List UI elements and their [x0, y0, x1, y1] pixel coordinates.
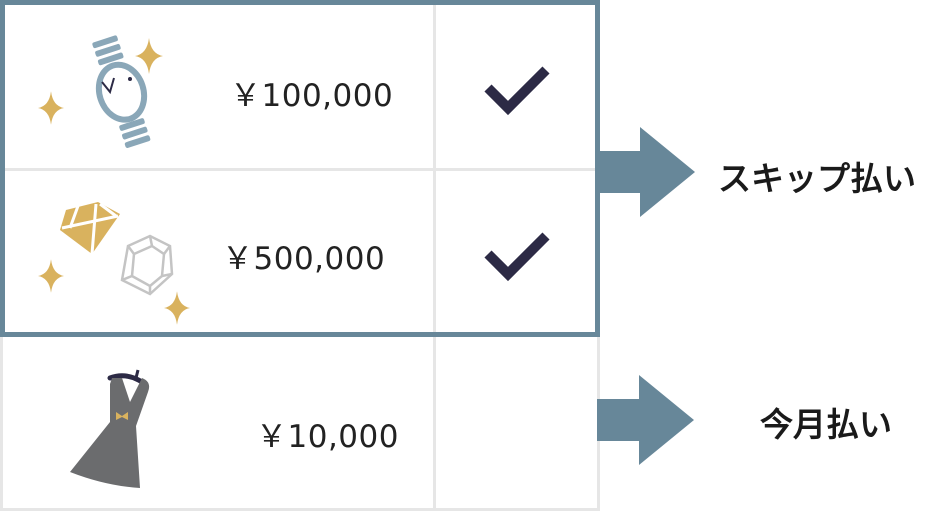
row3-left-border: [0, 336, 3, 511]
skip-group-frame: [0, 0, 600, 337]
watch-icon: [92, 35, 151, 148]
gem-icon: [120, 234, 174, 296]
row-divider: [0, 168, 600, 171]
sparkle-icon: [38, 259, 64, 293]
price-dress: ￥10,000: [256, 419, 399, 455]
price-watch: ￥100,000: [230, 78, 394, 114]
price-jewels: ￥500,000: [222, 241, 386, 277]
sparkle-icon: [38, 91, 64, 125]
column-divider: [433, 0, 436, 511]
outcome-skip-payment: スキップ払い: [718, 159, 916, 198]
diamond-icon: [60, 202, 120, 255]
checkmark-icon: [484, 66, 550, 116]
arrow-right-icon: [597, 375, 694, 465]
dress-icon: [70, 369, 150, 488]
checkmark-icon: [484, 232, 550, 282]
sparkle-icon: [135, 38, 163, 74]
outcome-this-month-payment: 今月払い: [760, 405, 892, 444]
sparkle-icon: [164, 291, 190, 325]
row3-bottom-border: [0, 508, 600, 511]
arrow-right-icon: [598, 127, 695, 217]
